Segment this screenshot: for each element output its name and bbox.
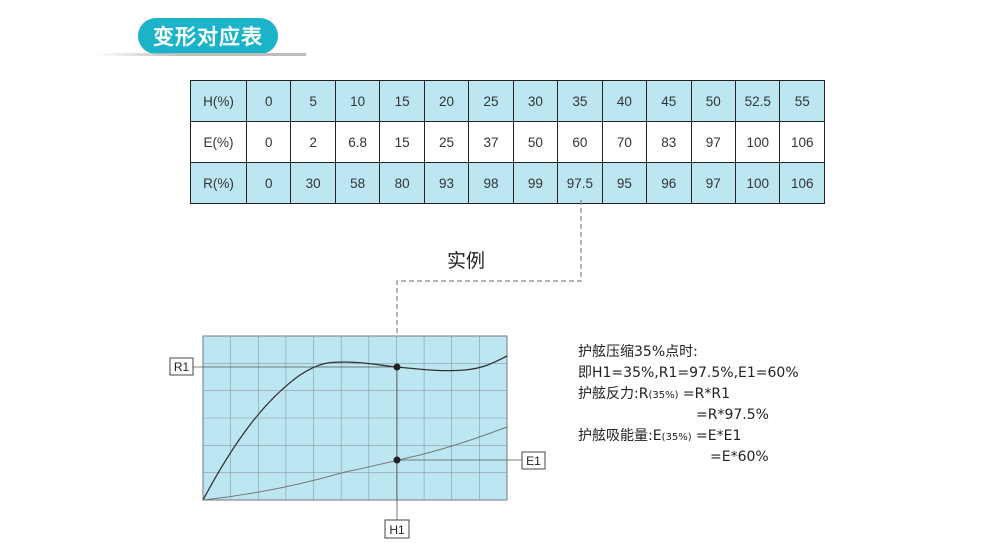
reaction-curve [202,355,508,501]
reaction-formula: =R*R1 [678,386,731,402]
energy-curve [202,426,508,501]
table-cell: 35 [557,80,603,122]
table-cell: 95 [601,162,648,204]
table-cell: 0 [245,162,292,204]
e1-marker: E1 [526,454,541,468]
energy-formula: =E*E1 [691,428,742,444]
explanation-line-3: 护舷反力:R(35%) =R*R1 [578,384,799,405]
r1-marker-box [169,357,194,376]
table-cell: 5 [290,80,336,122]
energy-subscript: (35%) [661,432,692,443]
table-cell: 20 [423,80,470,122]
table-cell: 37 [468,121,514,163]
table-cell: 25 [468,80,514,122]
table-cell: 0 [245,121,292,163]
e1-point [393,456,401,464]
explanation-line-4: =R*97.5% [578,405,799,426]
table-row-header: R(%) [190,162,247,204]
h1-marker: H1 [389,523,405,537]
table-cell: 50 [512,121,559,163]
title-underline [96,53,306,56]
table-cell: 55 [779,80,825,122]
table-cell: 99 [512,162,559,204]
h1-marker-box [384,519,410,539]
table-cell: 15 [379,80,425,122]
explanation-line-5: 护舷吸能量:E(35%) =E*E1 [578,426,799,447]
chart-grid [203,336,507,500]
table-cell: 0 [245,80,292,122]
example-label: 实例 [447,250,486,272]
r1-marker: R1 [174,360,190,374]
explanation-block: 护舷压缩35%点时: 即H1=35%,R1=97.5%,E1=60% 护舷反力:… [578,342,799,468]
table-cell: 30 [290,162,336,204]
e1-marker-box [521,451,546,470]
table-cell: 106 [779,121,825,163]
table-cell: 6.8 [334,121,381,163]
table-cell: 100 [734,162,781,204]
table-cell: 93 [423,162,470,204]
explanation-line-1: 护舷压缩35%点时: [578,344,698,360]
reaction-subscript: (35%) [648,390,679,401]
table-cell: 58 [334,162,381,204]
table-row-header: E(%) [190,121,247,163]
table-cell: 100 [734,121,781,163]
table-cell: 50 [690,80,736,122]
table-cell: 98 [468,162,514,204]
table-cell: 40 [601,80,648,122]
connector-dashed-line [396,200,582,336]
table-cell: 52.5 [734,80,781,122]
reaction-label: 护舷反力:R [578,386,649,402]
explanation-line-6: =E*60% [578,447,799,468]
r1-point [393,363,401,371]
energy-label: 护舷吸能量:E [578,428,662,444]
table-cell: 70 [601,121,648,163]
explanation-line-2: 即H1=35%,R1=97.5%,E1=60% [578,365,799,381]
table-cell: 97 [690,121,736,163]
table-cell: 45 [646,80,692,122]
table-cell: 106 [779,162,825,204]
table-cell: 97.5 [557,162,603,204]
table-cell: 10 [334,80,381,122]
section-title-badge: 变形对应表 [138,18,278,54]
reaction-result: =R*97.5% [696,407,769,423]
table-cell: 96 [646,162,692,204]
table-cell: 25 [423,121,470,163]
table-cell: 80 [379,162,425,204]
energy-result: =E*60% [710,449,769,465]
section-title: 变形对应表 [153,25,263,49]
